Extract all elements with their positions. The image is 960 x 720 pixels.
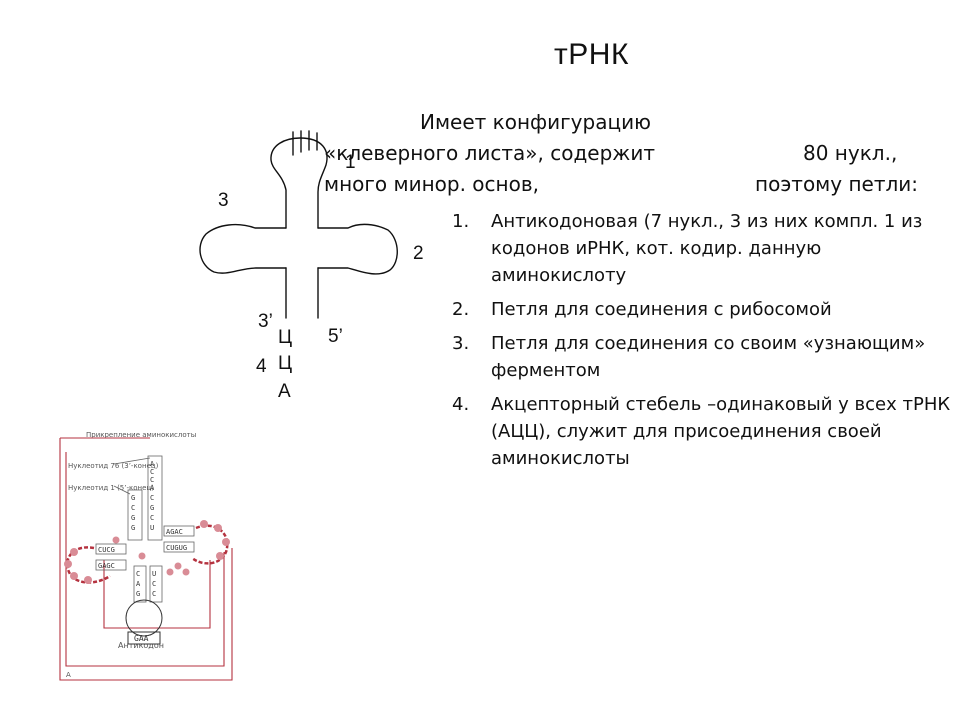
list-text: Петля для соединения с рибосомой [491, 299, 832, 320]
detail-frame-line [103, 560, 211, 629]
stem-bases: C [131, 504, 135, 512]
detail-3end-label: Нуклеотид 76 (3’-конец) [68, 462, 159, 470]
detail-5end-label: Нуклеотид 1 (5’-конец) [68, 484, 154, 492]
t-stem-bases: CUGUG [166, 544, 187, 552]
stem-bases: G [131, 514, 135, 522]
acceptor-stem-left [127, 489, 143, 541]
d-loop-base [70, 572, 78, 580]
d-loop-base [84, 576, 92, 584]
variable-loop-base [174, 562, 182, 570]
detail-pointer [113, 457, 151, 465]
detail-corner-mark: А [66, 671, 71, 679]
acceptor-stem-right [147, 455, 163, 541]
cca-base-1: Ц [278, 327, 293, 348]
variable-loop-base [166, 568, 174, 576]
list-item: 2. Петля для соединения с рибосомой [452, 296, 952, 323]
list-item: 1. Антикодоновая (7 нукл., 3 из них компл… [452, 208, 952, 289]
stem-bases: A [136, 580, 141, 588]
list-number: 1. [452, 211, 470, 232]
t-loop-base [214, 524, 222, 532]
loop-label-3: 3 [218, 190, 229, 211]
loop-label-2: 2 [413, 243, 424, 264]
t-stem [163, 541, 195, 553]
list-item: 4. Акцепторный стебель –одинаковый у всех… [452, 391, 952, 472]
stem-bases: G [131, 524, 135, 532]
anticodon-stem-left [133, 565, 147, 603]
stem-bases: C [150, 468, 154, 476]
modified-base [112, 536, 120, 544]
t-stem-bases: AGAC [166, 528, 183, 536]
right-loop-outline [317, 223, 398, 275]
stem-bases: G [131, 494, 135, 502]
end-label-5prime: 5’ [328, 326, 343, 347]
cca-base-3: А [278, 381, 291, 402]
list-number: 2. [452, 299, 470, 320]
top-loop-outline [270, 137, 328, 229]
cca-base-2: Ц [278, 353, 293, 374]
list-number: 4. [452, 394, 470, 415]
d-stem-bases: GAGC [98, 562, 115, 570]
d-stem [95, 543, 127, 555]
anticodon-loop [125, 599, 163, 637]
anticodon-stem-right [149, 565, 163, 603]
intro-line-4: много минор. основ, [324, 172, 539, 196]
stem-bases: C [150, 514, 154, 522]
stem-bases: C [150, 476, 154, 484]
t-loop-outline [191, 524, 229, 565]
detail-anticodon-label: Антикодон [118, 641, 164, 650]
slide-title: тРНК [554, 38, 629, 71]
stem-bases: U [152, 570, 156, 578]
anticodon-box [127, 631, 161, 645]
anticodon-bases: GAA [134, 634, 149, 643]
t-loop-base [216, 552, 224, 560]
t-loop-base [200, 520, 208, 528]
variable-loop-base [182, 568, 190, 576]
stem-bases: A [150, 484, 155, 492]
stem-bases: C [152, 580, 156, 588]
detail-frame-line [65, 452, 225, 667]
list-text: Акцепторный стебель –одинаковый у всех т… [491, 394, 951, 469]
detail-frame-line [59, 438, 233, 681]
d-stem-bases: CUCG [98, 546, 115, 554]
loop-function-list: 1. Антикодоновая (7 нукл., 3 из них компл… [452, 208, 952, 479]
stem-bases: C [136, 570, 140, 578]
t-stem [163, 525, 195, 537]
detail-title: Прикрепление аминокислоты [86, 431, 196, 439]
intro-line-1: Имеет конфигурацию [420, 110, 651, 134]
list-text: Антикодоновая (7 нукл., 3 из них компл. … [491, 211, 923, 286]
stem-bases: A [150, 460, 155, 468]
intro-line-2: «клеверного листа», содержит [324, 141, 655, 165]
intro-line-3: 80 нукл., [803, 141, 898, 165]
d-loop-base [70, 548, 78, 556]
stem-bases: U [150, 524, 154, 532]
left-loop-outline [199, 223, 287, 274]
stem-bases: G [136, 590, 140, 598]
stem-bases: C [152, 590, 156, 598]
t-loop-base [222, 538, 230, 546]
modified-base [138, 552, 146, 560]
d-stem [95, 559, 127, 571]
d-loop-base [64, 560, 72, 568]
list-text: Петля для соединения со своим «узнающим»… [491, 333, 926, 381]
intro-line-5: поэтому петли: [755, 172, 919, 196]
stem-bases: G [150, 504, 154, 512]
stem-label-4: 4 [256, 356, 267, 377]
list-number: 3. [452, 333, 470, 354]
end-label-3prime: 3’ [258, 311, 273, 332]
list-item: 3. Петля для соединения со своим «узнающи… [452, 330, 952, 384]
detail-pointer [113, 485, 131, 495]
stem-bases: C [150, 494, 154, 502]
loop-label-1: 1 [345, 152, 356, 173]
